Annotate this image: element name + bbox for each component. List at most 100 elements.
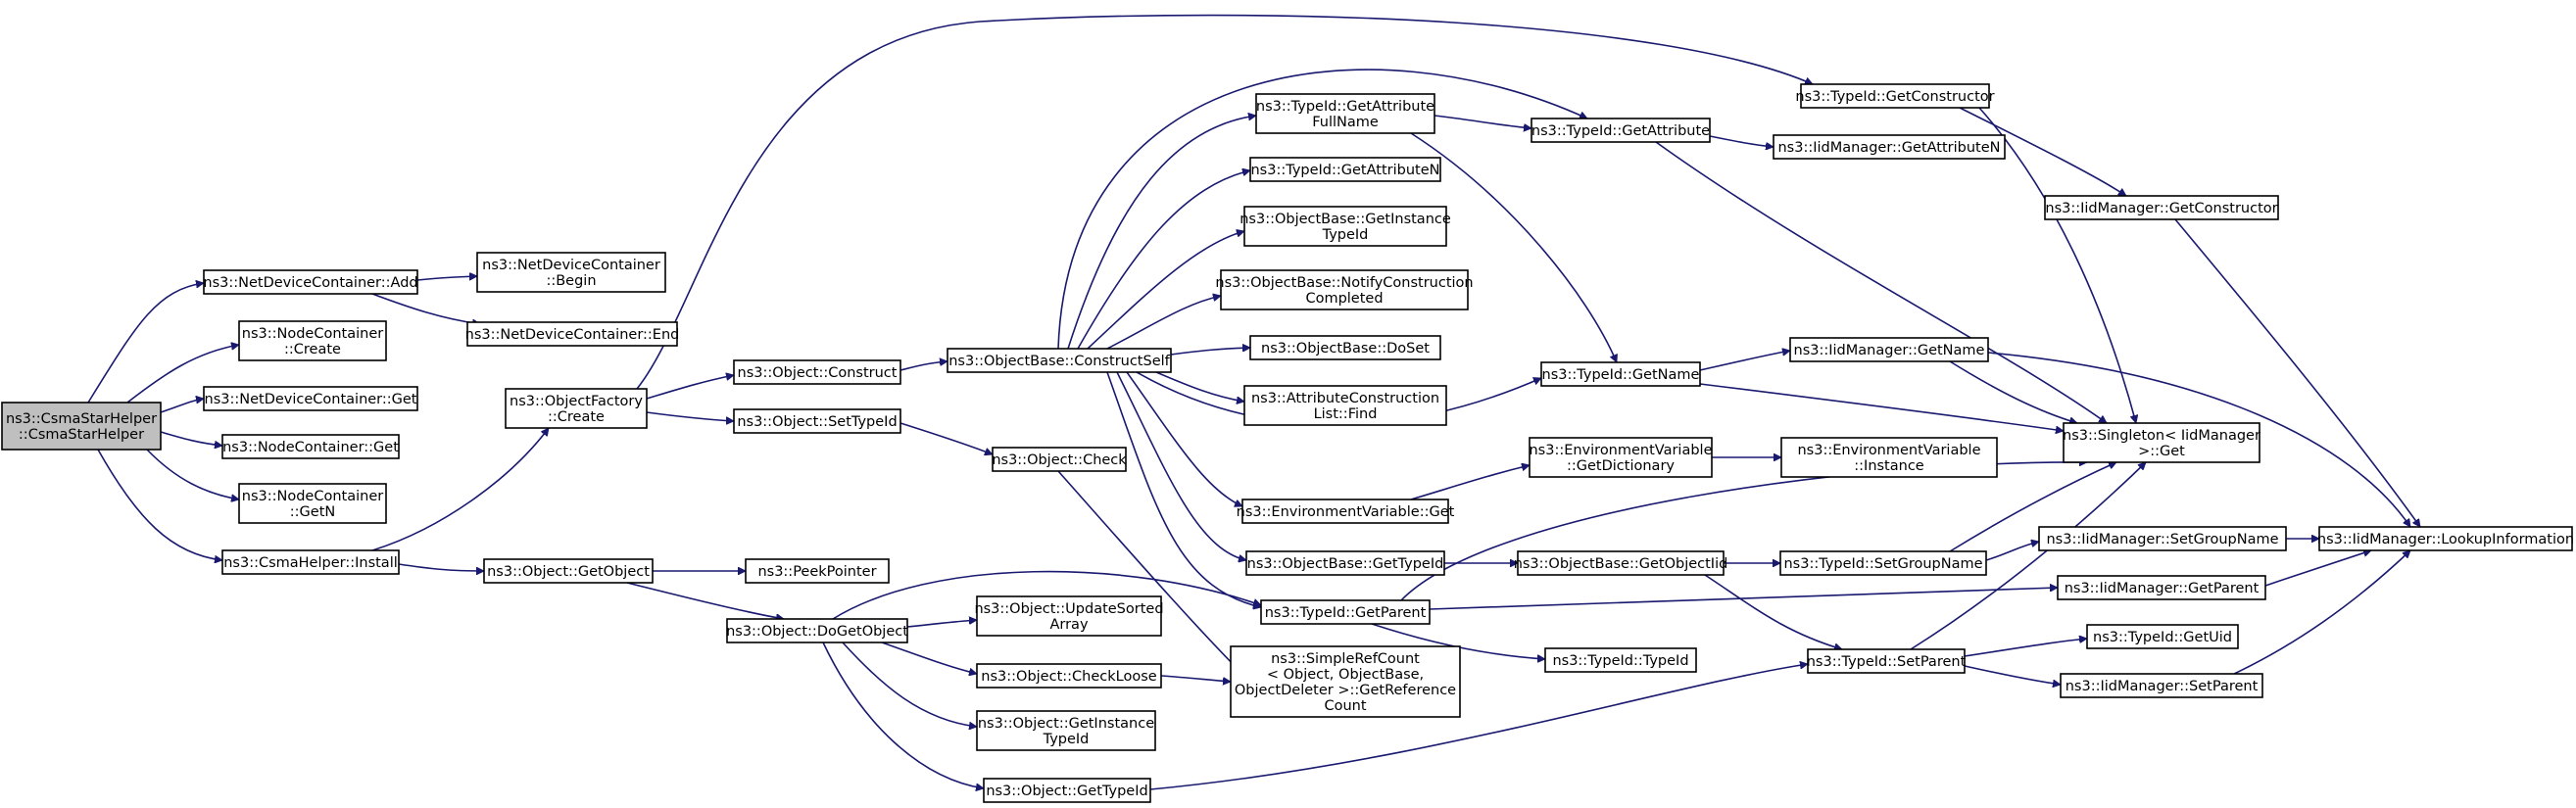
- node-label: ns3::TypeId::SetParent: [1807, 654, 1967, 670]
- node-tid_getattribute[interactable]: ns3::TypeId::GetAttribute: [1531, 118, 1711, 143]
- edge-objfactory_create-to-obj_settypeid: [646, 411, 734, 421]
- node-iid_getattrn[interactable]: ns3::IidManager::GetAttributeN: [1773, 134, 2006, 160]
- node-objfactory_create[interactable]: ns3::ObjectFactory::Create: [505, 388, 648, 429]
- node-obj_checkloose[interactable]: ns3::Object::CheckLoose: [976, 663, 1162, 689]
- node-label: ns3::TypeId::GetParent: [1265, 605, 1427, 621]
- node-label: Array: [1049, 617, 1088, 633]
- node-iid_setgroupname[interactable]: ns3::IidManager::SetGroupName: [2038, 526, 2287, 551]
- node-objbase_doset[interactable]: ns3::ObjectBase::DoSet: [1249, 335, 1441, 360]
- node-nc_get[interactable]: ns3::NodeContainer::Get: [221, 434, 400, 459]
- node-objbase_gettypeid[interactable]: ns3::ObjectBase::GetTypeId: [1245, 550, 1445, 576]
- node-label: ns3::NodeContainer: [242, 326, 383, 342]
- node-csma_install[interactable]: ns3::CsmaHelper::Install: [221, 549, 400, 575]
- edge-objbase_constructself-to-tid_getattribute: [1057, 69, 1587, 350]
- node-tid_getattrn[interactable]: ns3::TypeId::GetAttributeN: [1249, 157, 1441, 182]
- node-objbase_constructself[interactable]: ns3::ObjectBase::ConstructSelf: [947, 348, 1172, 373]
- node-box: [1255, 93, 1435, 134]
- node-box: [1, 402, 162, 451]
- node-nc_create[interactable]: ns3::NodeContainer::Create: [238, 320, 387, 361]
- node-obj_construct[interactable]: ns3::Object::Construct: [733, 359, 901, 385]
- node-box: [2060, 673, 2263, 698]
- node-ndc_end[interactable]: ns3::NetDeviceContainer::End: [465, 321, 680, 347]
- node-peekpointer[interactable]: ns3::PeekPointer: [745, 558, 890, 584]
- node-label: ns3::IidManager::LookupInformation: [2317, 532, 2574, 547]
- node-objbase_notify[interactable]: ns3::ObjectBase::NotifyConstructionCompl…: [1215, 269, 1474, 310]
- node-label: ns3::IidManager::GetConstructor: [2045, 201, 2277, 216]
- node-nc_getn[interactable]: ns3::NodeContainer::GetN: [238, 483, 387, 524]
- edge-ndc_add-to-ndc_end: [371, 293, 480, 324]
- node-label: ns3::TypeId::GetAttributeN: [1250, 163, 1439, 178]
- edge-obj_gettypeid-to-tid_setparent: [1149, 664, 1808, 790]
- edge-csmastar-to-nc_getn: [146, 449, 239, 499]
- node-label: ObjectDeleter >::GetReference: [1235, 683, 1456, 698]
- node-tid_getparent[interactable]: ns3::TypeId::GetParent: [1260, 599, 1431, 625]
- edge-tid_getattribute-to-singleton_get: [1655, 141, 2107, 424]
- node-obj_settypeid[interactable]: ns3::Object::SetTypeId: [733, 408, 901, 434]
- edge-objbase_constructself-to-tid_getattrn: [1077, 170, 1250, 350]
- edge-iid_getparent-to-iid_lookup: [2264, 550, 2371, 587]
- edge-objbase_constructself-to-tid_getparent: [1106, 371, 1261, 607]
- edge-obj_dogetobject-to-obj_gettypeid: [822, 642, 984, 788]
- node-box: [976, 663, 1162, 689]
- node-tid_setgroupname[interactable]: ns3::TypeId::SetGroupName: [1779, 550, 1987, 576]
- node-tid_getuid[interactable]: ns3::TypeId::GetUid: [2086, 624, 2239, 649]
- node-obj_dogetobject[interactable]: ns3::Object::DoGetObject: [726, 618, 908, 643]
- node-label: ns3::NodeContainer::Get: [222, 440, 399, 455]
- node-csmastar[interactable]: ns3::CsmaStarHelper::CsmaStarHelper: [1, 402, 162, 451]
- node-obj_gettypeid[interactable]: ns3::Object::GetTypeId: [983, 778, 1151, 803]
- node-iid_getconstructor[interactable]: ns3::IidManager::GetConstructor: [2044, 195, 2279, 220]
- node-iid_getname[interactable]: ns3::IidManager::GetName: [1789, 337, 1989, 362]
- node-box: [1230, 645, 1461, 718]
- edge-csmastar-to-csma_install: [97, 449, 222, 560]
- node-label: ::Create: [548, 409, 605, 425]
- node-label: ns3::EnvironmentVariable::Get: [1237, 504, 1455, 520]
- node-box: [983, 778, 1151, 803]
- node-box: [1780, 437, 1998, 478]
- node-box: [1779, 550, 1987, 576]
- node-obj_getobject[interactable]: ns3::Object::GetObject: [483, 558, 654, 584]
- edge-tid_getattribute-to-iid_getattrn: [1709, 135, 1774, 147]
- edge-obj_check-to-simplerefcount: [1057, 470, 1244, 676]
- edge-objbase_constructself-to-objbase_gettypeid: [1116, 371, 1246, 560]
- node-box: [1249, 335, 1441, 360]
- node-iid_lookup[interactable]: ns3::IidManager::LookupInformation: [2317, 526, 2574, 551]
- node-obj_check[interactable]: ns3::Object::Check: [992, 447, 1127, 472]
- node-ndc_begin[interactable]: ns3::NetDeviceContainer::Begin: [476, 252, 666, 293]
- edge-obj_settypeid-to-obj_check: [899, 422, 993, 454]
- node-box: [505, 388, 648, 429]
- node-label: ns3::ObjectBase::GetTypeId: [1247, 556, 1444, 572]
- node-objbase_getobjectiid[interactable]: ns3::ObjectBase::GetObjectIid: [1514, 550, 1728, 576]
- edge-objbase_getobjectiid-to-tid_setparent: [1704, 574, 1842, 649]
- edge-csma_install-to-objfactory_create: [371, 428, 550, 551]
- node-tid_setparent[interactable]: ns3::TypeId::SetParent: [1807, 648, 1967, 674]
- node-label: ns3::NodeContainer: [242, 489, 383, 504]
- node-ndc_add[interactable]: ns3::NetDeviceContainer::Add: [203, 269, 418, 295]
- node-envvar_instance[interactable]: ns3::EnvironmentVariable::Instance: [1780, 437, 1998, 478]
- node-singleton_get[interactable]: ns3::Singleton< IidManager>::Get: [2063, 422, 2260, 463]
- node-simplerefcount[interactable]: ns3::SimpleRefCount< Object, ObjectBase,…: [1230, 645, 1461, 718]
- node-tid_getname[interactable]: ns3::TypeId::GetName: [1540, 361, 1701, 387]
- node-ndc_get[interactable]: ns3::NetDeviceContainer::Get: [203, 386, 418, 411]
- node-label: TypeId: [1322, 227, 1369, 243]
- edge-iid_getconstructor-to-iid_lookup: [2174, 218, 2421, 527]
- node-tid_getconstructor[interactable]: ns3::TypeId::GetConstructor: [1795, 83, 1995, 109]
- node-tid_typeid[interactable]: ns3::TypeId::TypeId: [1544, 647, 1697, 673]
- node-envvar_get[interactable]: ns3::EnvironmentVariable::Get: [1237, 499, 1455, 524]
- node-box: [1531, 118, 1711, 143]
- node-iid_getparent[interactable]: ns3::IidManager::GetParent: [2057, 575, 2266, 600]
- node-box: [745, 558, 890, 584]
- edge-tid_getconstructor-to-singleton_get: [1978, 107, 2136, 423]
- edge-tid_getattrfullname-to-tid_getattribute: [1434, 115, 1531, 128]
- node-label: ns3::ObjectBase::GetObjectIid: [1514, 556, 1728, 572]
- node-label: ns3::TypeId::SetGroupName: [1783, 556, 1982, 572]
- node-iid_setparent[interactable]: ns3::IidManager::SetParent: [2060, 673, 2263, 698]
- node-box: [1249, 157, 1441, 182]
- node-envvar_getdict[interactable]: ns3::EnvironmentVariable::GetDictionary: [1529, 437, 1713, 478]
- edge-csmastar-to-ndc_add: [87, 283, 204, 404]
